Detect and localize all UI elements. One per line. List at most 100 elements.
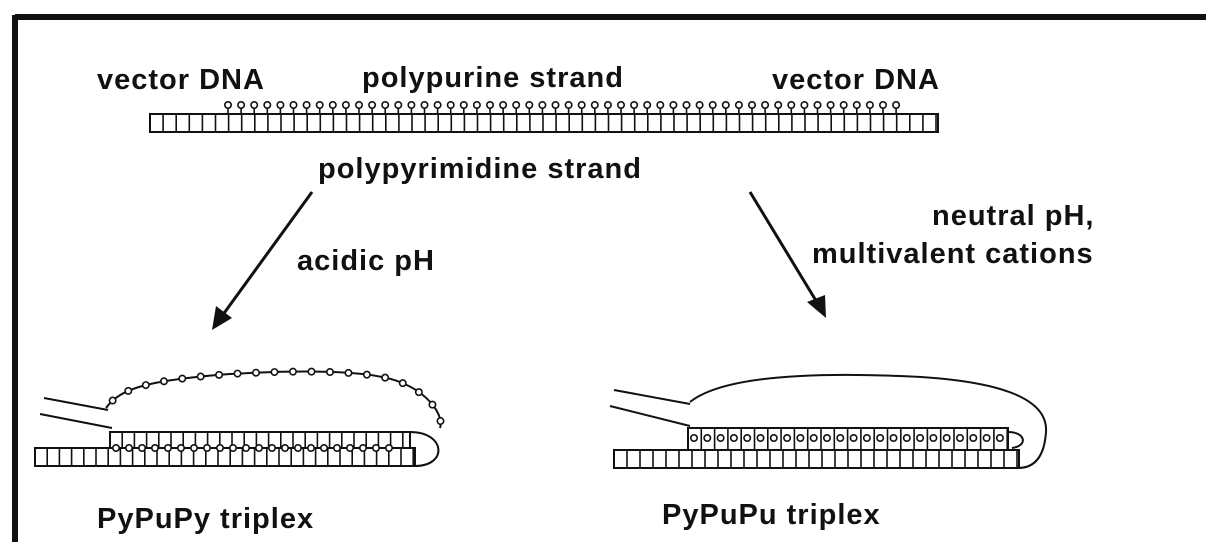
nucleotide-bead xyxy=(944,435,950,441)
nucleotide-bead xyxy=(487,102,493,108)
nucleotide-bead xyxy=(126,445,132,451)
nucleotide-bead xyxy=(880,102,886,108)
pypupy-triplex-structure xyxy=(35,368,444,466)
nucleotide-bead xyxy=(957,435,963,441)
nucleotide-bead xyxy=(345,370,351,376)
nucleotide-bead xyxy=(930,435,936,441)
nucleotide-bead xyxy=(321,445,327,451)
nucleotide-bead xyxy=(757,435,763,441)
nucleotide-bead xyxy=(256,445,262,451)
nucleotide-bead xyxy=(696,102,702,108)
nucleotide-bead xyxy=(386,445,392,451)
nucleotide-bead xyxy=(308,445,314,451)
nucleotide-bead xyxy=(824,435,830,441)
nucleotide-bead xyxy=(841,102,847,108)
nucleotide-bead xyxy=(867,102,873,108)
neutral-ph-label: neutral pH, xyxy=(932,200,1094,232)
polypurine-strand-label: polypurine strand xyxy=(362,62,624,94)
nucleotide-bead xyxy=(983,435,989,441)
nucleotide-bead xyxy=(216,372,222,378)
nucleotide-bead xyxy=(788,102,794,108)
nucleotide-bead xyxy=(421,102,427,108)
nucleotide-bead xyxy=(644,102,650,108)
nucleotide-bead xyxy=(230,445,236,451)
pypupu-triplex-label: PyPuPu triplex xyxy=(662,499,881,531)
nucleotide-bead xyxy=(303,102,309,108)
nucleotide-bead xyxy=(327,369,333,375)
nucleotide-bead xyxy=(970,435,976,441)
nucleotide-bead xyxy=(191,445,197,451)
nucleotide-bead xyxy=(165,445,171,451)
nucleotide-bead xyxy=(408,102,414,108)
nucleotide-bead xyxy=(771,435,777,441)
acidic-ph-label: acidic pH xyxy=(297,245,435,277)
nucleotide-bead xyxy=(277,102,283,108)
nucleotide-bead xyxy=(271,369,277,375)
nucleotide-bead xyxy=(308,368,314,374)
pypupy-triplex-label: PyPuPy triplex xyxy=(97,503,314,535)
nucleotide-bead xyxy=(526,102,532,108)
nucleotide-bead xyxy=(877,435,883,441)
nucleotide-bead xyxy=(448,102,454,108)
nucleotide-bead xyxy=(143,382,149,388)
nucleotide-bead xyxy=(437,418,443,424)
nucleotide-bead xyxy=(717,435,723,441)
nucleotide-bead xyxy=(109,397,115,403)
multivalent-cations-label: multivalent cations xyxy=(812,238,1094,270)
nucleotide-bead xyxy=(217,445,223,451)
nucleotide-bead xyxy=(264,102,270,108)
nucleotide-bead xyxy=(347,445,353,451)
nucleotide-bead xyxy=(382,374,388,380)
nucleotide-bead xyxy=(704,435,710,441)
nucleotide-bead xyxy=(161,378,167,384)
nucleotide-bead xyxy=(204,445,210,451)
nucleotide-bead xyxy=(360,445,366,451)
nucleotide-bead xyxy=(434,102,440,108)
nucleotide-bead xyxy=(364,371,370,377)
nucleotide-bead xyxy=(369,102,375,108)
polypyrimidine-strand-label: polypyrimidine strand xyxy=(318,153,642,185)
nucleotide-bead xyxy=(917,435,923,441)
nucleotide-bead xyxy=(837,435,843,441)
nucleotide-bead xyxy=(513,102,519,108)
pypupu-triplex-structure xyxy=(610,375,1046,468)
nucleotide-bead xyxy=(797,435,803,441)
nucleotide-bead xyxy=(474,102,480,108)
nucleotide-bead xyxy=(997,435,1003,441)
nucleotide-bead xyxy=(317,102,323,108)
nucleotide-bead xyxy=(113,445,119,451)
nucleotide-bead xyxy=(854,102,860,108)
nucleotide-bead xyxy=(552,102,558,108)
nucleotide-bead xyxy=(125,388,131,394)
nucleotide-bead xyxy=(775,102,781,108)
nucleotide-bead xyxy=(762,102,768,108)
nucleotide-bead xyxy=(290,368,296,374)
nucleotide-bead xyxy=(657,102,663,108)
nucleotide-bead xyxy=(731,435,737,441)
nucleotide-bead xyxy=(334,445,340,451)
nucleotide-bead xyxy=(670,102,676,108)
top-dna-duplex xyxy=(150,102,938,132)
nucleotide-bead xyxy=(893,102,899,108)
nucleotide-bead xyxy=(801,102,807,108)
nucleotide-bead xyxy=(373,445,379,451)
nucleotide-bead xyxy=(683,102,689,108)
nucleotide-bead xyxy=(382,102,388,108)
nucleotide-bead xyxy=(811,435,817,441)
nucleotide-bead xyxy=(784,435,790,441)
nucleotide-bead xyxy=(618,102,624,108)
nucleotide-bead xyxy=(631,102,637,108)
nucleotide-bead xyxy=(565,102,571,108)
nucleotide-bead xyxy=(356,102,362,108)
nucleotide-bead xyxy=(890,435,896,441)
nucleotide-bead xyxy=(400,380,406,386)
nucleotide-bead xyxy=(736,102,742,108)
nucleotide-bead xyxy=(579,102,585,108)
nucleotide-bead xyxy=(225,102,231,108)
nucleotide-bead xyxy=(238,102,244,108)
nucleotide-bead xyxy=(827,102,833,108)
nucleotide-bead xyxy=(416,389,422,395)
nucleotide-bead xyxy=(864,435,870,441)
vector-dna-right-label: vector DNA xyxy=(772,64,940,96)
